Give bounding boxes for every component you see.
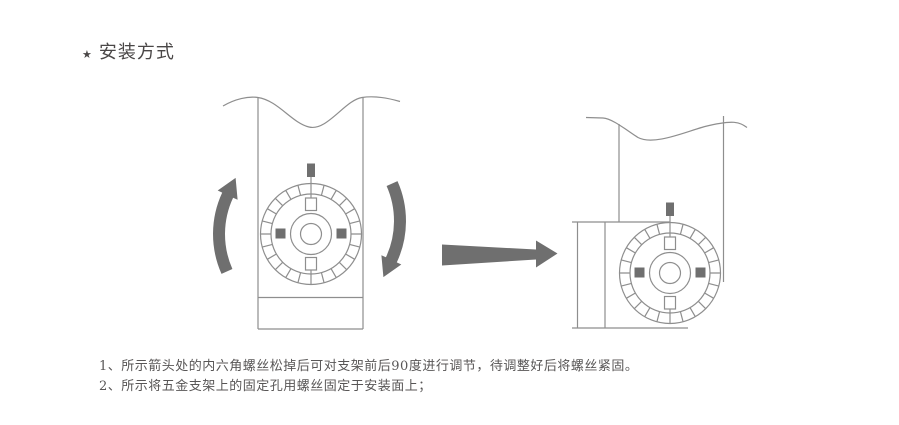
instructions: 1、所示箭头处的内六角螺丝松掉后可对支架前后90度进行调节，待调整好后将螺丝紧固…: [99, 357, 638, 396]
pole-break-line: [585, 116, 748, 141]
section-title: 安装方式: [98, 42, 175, 63]
transition-arrow-icon: [442, 240, 558, 268]
star-bullet-icon: ★: [82, 47, 92, 61]
adjustment-dial: [259, 162, 363, 286]
figure-bracket-mounted: [572, 116, 748, 329]
pole-break-line: [222, 96, 401, 128]
pole-outline: [257, 97, 364, 330]
section-header: ★ 安装方式: [82, 42, 175, 64]
pole-outline: [618, 116, 725, 282]
rotation-arrow-down-icon: [381, 181, 406, 278]
instruction-step-1: 1、所示箭头处的内六角螺丝松掉后可对支架前后90度进行调节，待调整好后将螺丝紧固…: [99, 359, 639, 374]
mounting-plate: [572, 221, 688, 329]
figure-bracket-rotation: [213, 96, 406, 330]
adjustment-dial: [618, 201, 722, 325]
instruction-step-2: 2、所示将五金支架上的固定孔用螺丝固定于安装面上；: [99, 378, 432, 394]
rotation-arrow-up-icon: [213, 177, 238, 274]
